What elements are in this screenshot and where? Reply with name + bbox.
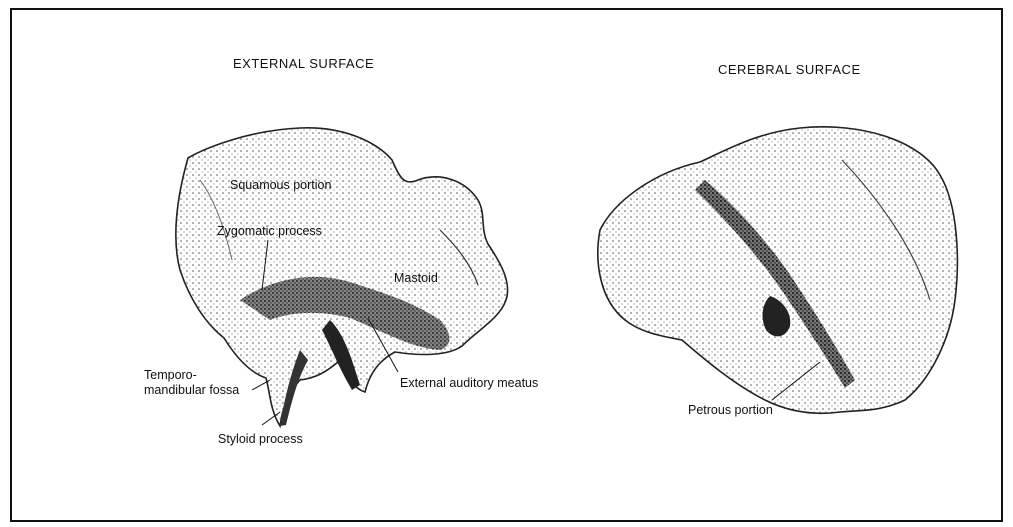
- external-surface-title: EXTERNAL SURFACE: [233, 56, 374, 71]
- label-zygomatic-process: Zygomatic process: [217, 224, 322, 239]
- label-styloid-process: Styloid process: [218, 432, 303, 447]
- label-external-auditory-meatus: External auditory meatus: [400, 376, 538, 391]
- label-mastoid: Mastoid: [394, 271, 438, 286]
- label-squamous-portion: Squamous portion: [230, 178, 331, 193]
- cerebral-surface-bone: [598, 127, 958, 413]
- cerebral-surface-title: CEREBRAL SURFACE: [718, 62, 861, 77]
- label-petrous-portion: Petrous portion: [688, 403, 773, 418]
- label-temporo-line2: mandibular fossa: [144, 383, 239, 398]
- label-temporo-line1: Temporo-: [144, 368, 197, 383]
